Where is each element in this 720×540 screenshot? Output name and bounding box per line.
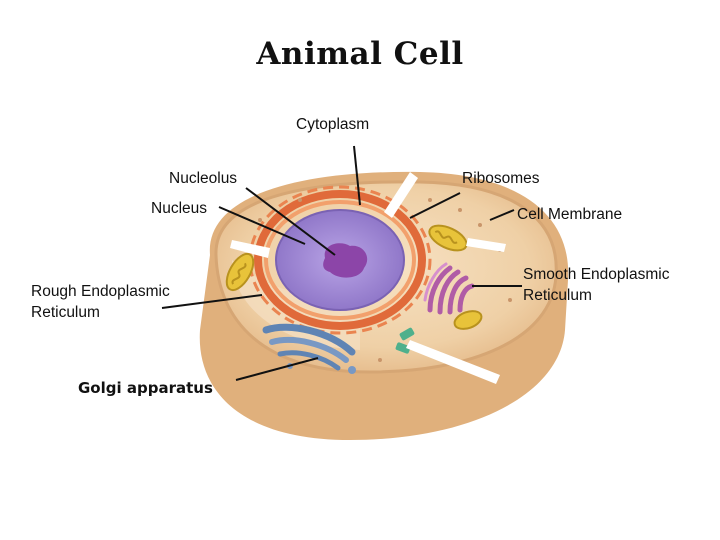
label-smooth-er-line1: Smooth Endoplasmic [523, 266, 670, 283]
centriole-shapes [395, 327, 415, 354]
leader-lines [161, 145, 522, 381]
label-smooth-er-line2: Reticulum [523, 287, 592, 304]
label-rough-er-line1: Rough Endoplasmic [31, 283, 170, 300]
label-smooth-er: Smooth Endoplasmic Reticulum [523, 264, 669, 306]
nucleolus-shape [323, 243, 368, 278]
smooth-er-shape [423, 262, 475, 315]
pointer-wedges [230, 172, 506, 384]
diagram-title: Animal Cell [256, 36, 464, 72]
label-nucleolus: Nucleolus [169, 170, 238, 187]
label-cell-membrane: Cell Membrane [517, 206, 623, 223]
mitochondria-shapes [225, 224, 483, 330]
rough-er-shape [248, 185, 432, 335]
golgi-shape [262, 323, 356, 374]
label-rough-er: Rough Endoplasmic Reticulum [31, 281, 170, 323]
label-ribosomes: Ribosomes [462, 170, 540, 187]
label-rough-er-line2: Reticulum [31, 304, 100, 321]
label-nucleus: Nucleus [151, 200, 207, 217]
label-golgi: Golgi apparatus [78, 379, 213, 397]
label-cytoplasm: Cytoplasm [296, 116, 370, 133]
